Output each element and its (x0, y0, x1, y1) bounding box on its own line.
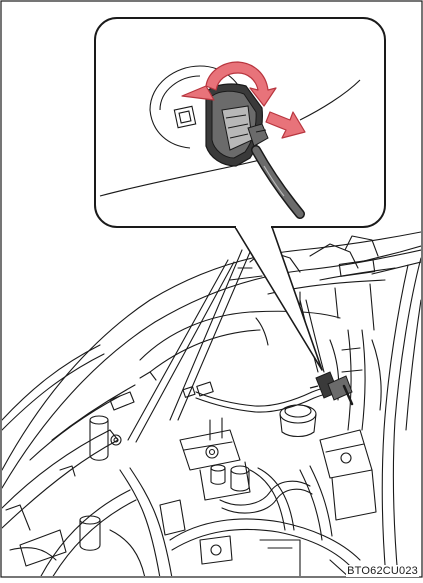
callout-inset (95, 18, 385, 228)
figure-code: BTO62CU023 (346, 565, 419, 577)
